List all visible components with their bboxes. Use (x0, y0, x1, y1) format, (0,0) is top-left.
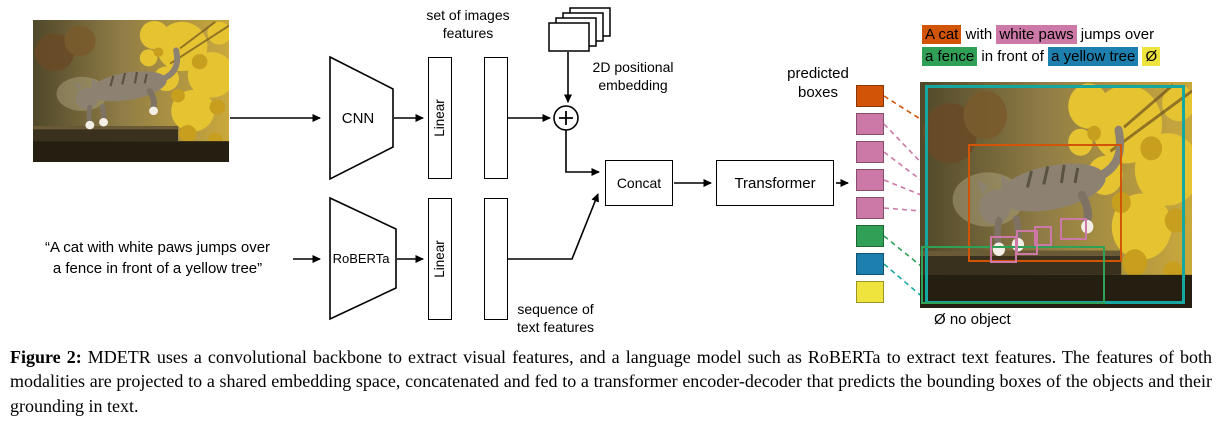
input-text-quote: “A cat with white paws jumps over a fenc… (10, 237, 305, 279)
positional-embedding-stack-icon (548, 7, 611, 52)
roberta-block (329, 196, 397, 321)
query-box-7-blue (856, 253, 884, 275)
query-box-4-pink (856, 169, 884, 191)
bbox-paw-1 (990, 236, 1017, 263)
sentence-line-2: a fence in front of a yellow tree Ø (922, 46, 1202, 68)
sentence-line-1: A cat with white paws jumps over (922, 24, 1202, 46)
bbox-paw-4 (1034, 226, 1052, 246)
grounded-sentence: A cat with white paws jumps over a fence… (922, 24, 1202, 68)
text-features-box (484, 198, 508, 320)
image-features-label: set of images features (426, 7, 510, 41)
sentence-text: jumps over (1076, 26, 1155, 43)
grounded-phrase-pink: white paws (996, 25, 1077, 44)
connector-green (883, 235, 922, 267)
quote-line-2: a fence in front of a yellow tree” (52, 260, 263, 277)
arrow-add-to-concat (565, 130, 600, 176)
query-box-6-green (856, 225, 884, 247)
arrow-textfeat-to-concat (508, 193, 599, 260)
sentence-text: with (961, 26, 997, 43)
predicted-boxes-label: predicted boxes (787, 65, 849, 101)
grounded-phrase-green: a fence (922, 47, 978, 66)
bbox-paw-3 (1060, 218, 1087, 240)
cat-photo-illustration (33, 20, 229, 162)
pos-embedding-label: 2D positional embedding (592, 59, 674, 93)
query-box-3-pink (856, 141, 884, 163)
no-object-label: Ø no object (934, 311, 1011, 328)
figure-caption-number: Figure 2: (10, 347, 82, 367)
figure-caption-text: MDETR uses a convolutional backbone to e… (10, 347, 1213, 416)
bbox-fence (921, 246, 1105, 304)
sentence-text: in front of (977, 48, 1049, 65)
bbox-paw-2 (1016, 230, 1038, 255)
output-cat-photo (920, 82, 1192, 308)
flow-arrows (230, 52, 849, 263)
cnn-block (329, 55, 394, 181)
cnn-label: CNN (342, 110, 375, 127)
add-icon (553, 105, 579, 131)
grounded-phrase-orange: A cat (922, 25, 962, 44)
image-features-box (484, 57, 508, 179)
text-features-label: sequence of text features (516, 301, 595, 335)
concat-block: Concat (605, 160, 673, 206)
query-box-5-pink (856, 197, 884, 219)
transformer-block: Transformer (716, 160, 834, 206)
query-box-1-orange (856, 85, 884, 107)
linear-text-label: Linear (432, 240, 447, 278)
figure-caption: Figure 2: MDETR uses a convolutional bac… (10, 345, 1212, 418)
quote-line-1: “A cat with white paws jumps over (44, 239, 271, 256)
grounded-phrase-blue: a yellow tree (1048, 47, 1139, 66)
bbox-cat (968, 144, 1122, 262)
linear-text-box (428, 198, 452, 320)
grounded-phrase-yellow: Ø (1142, 47, 1161, 66)
input-cat-photo (33, 20, 229, 162)
linear-image-box (428, 57, 452, 179)
roberta-label: RoBERTa (333, 251, 391, 266)
query-box-2-pink (856, 113, 884, 135)
query-box-8-yellow (856, 281, 884, 303)
query-column (856, 85, 884, 309)
linear-image-label: Linear (432, 99, 447, 137)
